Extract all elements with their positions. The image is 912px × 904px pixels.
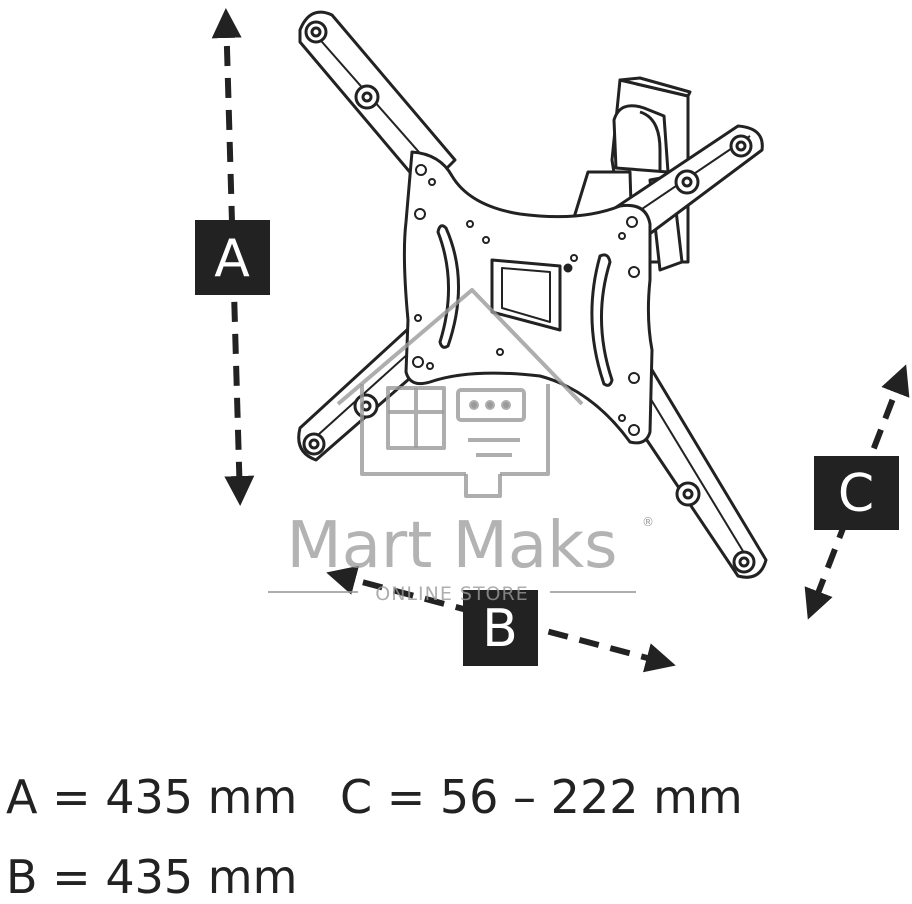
badge-a-box [195, 220, 270, 295]
dimension-arrow-c: C [804, 364, 910, 620]
dimension-arrow-b: B [326, 565, 676, 673]
mounting-holes [412, 164, 640, 436]
badge-c-box [814, 456, 899, 530]
badge-a-label: A [214, 229, 250, 289]
dimension-a: A = 435 mm [6, 770, 298, 824]
vesa-plate [402, 150, 654, 445]
watermark [268, 288, 636, 593]
dimension-arrow-a: A [195, 8, 270, 506]
badge-b-box [463, 590, 538, 666]
badge-c-label: C [838, 464, 874, 524]
dimension-list: A = 435 mm B = 435 mm C = 56 – 222 mm [0, 760, 912, 900]
badge-b-label: B [482, 599, 518, 659]
watermark-registered: ® [642, 515, 654, 529]
dimension-b: B = 435 mm [6, 850, 298, 904]
watermark-name: Mart Maks [286, 509, 617, 583]
watermark-house-icon [336, 288, 584, 498]
arm-lower-right [618, 368, 768, 579]
dimension-c: C = 56 – 222 mm [340, 770, 743, 824]
watermark-subtitle: ONLINE STORE [375, 583, 528, 605]
